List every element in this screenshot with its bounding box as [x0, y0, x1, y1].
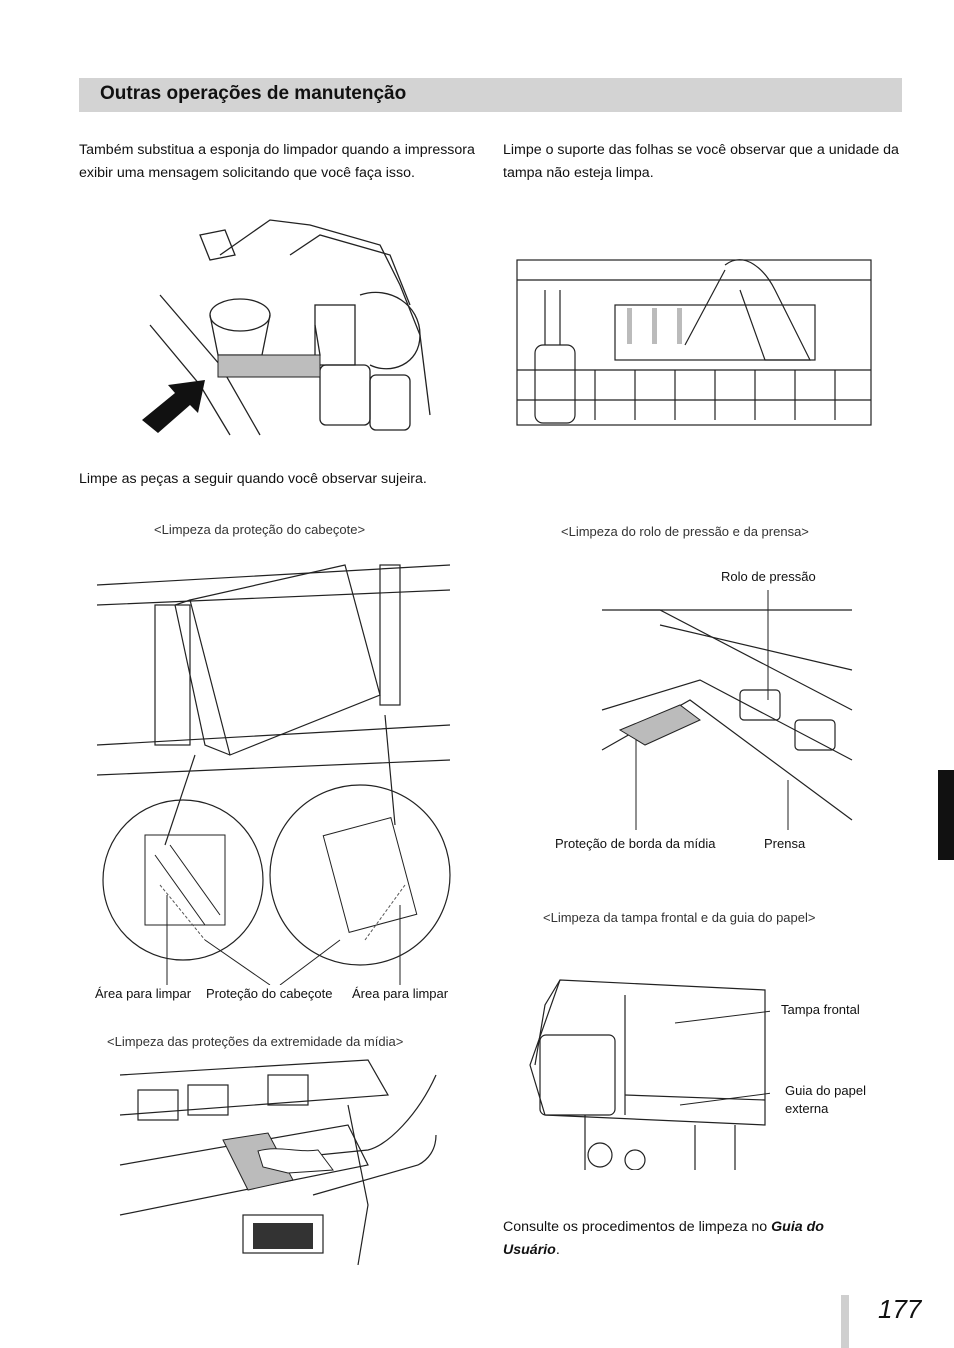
label-head-guard: Proteção do cabeçote	[206, 986, 333, 1001]
media-edge-caption: <Limpeza das proteções da extremidade da…	[107, 1034, 404, 1049]
sheet-holder-illustration	[516, 259, 872, 426]
head-guard-caption: <Limpeza da proteção do cabeçote>	[154, 522, 366, 537]
label-pressure-roller: Rolo de pressão	[721, 569, 816, 584]
chapter-thumb-tab	[938, 770, 954, 860]
intro-right-paragraph: Limpe o suporte das folhas se você obser…	[503, 142, 899, 181]
label-paper-guide-1: Guia do papel	[785, 1083, 866, 1098]
pressure-roller-illustration	[601, 590, 853, 830]
footer-note-prefix: Consulte os procedimentos de limpeza no	[503, 1219, 772, 1235]
footer-note-bold: Guia do Usuário	[503, 1219, 824, 1258]
section-title: Outras operações de manutenção	[100, 83, 407, 104]
media-edge-illustration	[119, 1059, 437, 1265]
footer-note: Consulte os procedimentos de limpeza no …	[503, 1216, 863, 1262]
label-area-right: Área para limpar	[352, 986, 449, 1001]
label-paper-guide-2: externa	[785, 1101, 829, 1116]
label-media-edge-guard: Proteção de borda da mídia	[555, 836, 716, 851]
front-cover-caption: <Limpeza da tampa frontal e da guia do p…	[543, 910, 816, 925]
section-header-bar	[79, 78, 902, 112]
head-guard-illustration	[96, 564, 451, 985]
label-area-left: Área para limpar	[95, 986, 192, 1001]
pressure-roller-caption: <Limpeza do rolo de pressão e da prensa>	[561, 524, 809, 539]
label-front-cover: Tampa frontal	[781, 1002, 860, 1017]
front-cover-illustration	[529, 979, 770, 1170]
label-press: Prensa	[764, 836, 806, 851]
wiper-sponge-illustration	[142, 219, 431, 436]
page-number: 177	[878, 1294, 922, 1324]
page-number-bar	[841, 1295, 849, 1348]
footer-note-suffix: .	[555, 1242, 560, 1258]
intro-left-paragraph: Também substitua a esponja do limpador q…	[79, 142, 475, 181]
parts-intro: Limpe as peças a seguir quando você obse…	[79, 471, 427, 487]
